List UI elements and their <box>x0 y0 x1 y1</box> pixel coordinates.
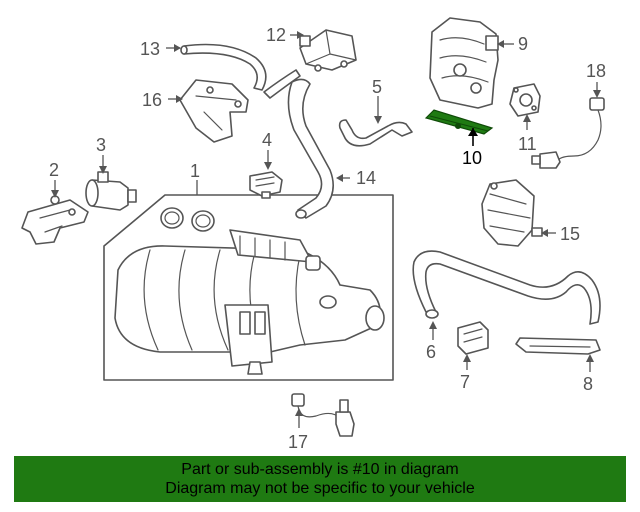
callout-16: 16 <box>142 90 162 110</box>
part-11-gasket-plate[interactable] <box>509 83 541 117</box>
callout-12: 12 <box>266 25 286 45</box>
part-10-gasket-highlighted[interactable] <box>424 109 494 135</box>
callout-15: 15 <box>560 224 580 244</box>
part-12-purge-solenoid[interactable] <box>299 29 357 72</box>
part-15-valve-assembly[interactable] <box>481 179 543 247</box>
callout-7: 7 <box>460 372 470 392</box>
part-13-hose[interactable] <box>180 43 301 99</box>
callout-13: 13 <box>140 39 160 59</box>
part-14-hose[interactable] <box>287 78 334 219</box>
callout-6: 6 <box>426 342 436 362</box>
part-8-stay-bracket[interactable] <box>515 337 601 355</box>
part-16-mounting-bracket[interactable] <box>179 79 249 143</box>
part-6-hose[interactable] <box>412 250 601 325</box>
part-9-valve-housing[interactable] <box>429 17 499 109</box>
part-17-oxygen-sensor[interactable] <box>291 393 355 437</box>
callout-9: 9 <box>518 34 528 54</box>
callout-14: 14 <box>356 168 376 188</box>
callout-5: 5 <box>372 77 382 97</box>
callout-17: 17 <box>288 432 308 452</box>
part-18-oxygen-sensor[interactable] <box>531 97 605 169</box>
part-3-solenoid-valve[interactable] <box>85 171 137 211</box>
callout-8: 8 <box>583 374 593 394</box>
parts-diagram: 1 2 3 4 5 6 <box>21 17 606 452</box>
callout-2: 2 <box>49 160 59 180</box>
callout-4: 4 <box>262 130 272 150</box>
callout-1: 1 <box>190 161 200 181</box>
part-2-bracket[interactable] <box>21 195 89 245</box>
callout-18: 18 <box>586 61 606 81</box>
banner-line-1: Part or sub-assembly is #10 in diagram <box>181 461 459 478</box>
part-7-connector-block[interactable] <box>457 321 489 355</box>
info-banner: Part or sub-assembly is #10 in diagram D… <box>14 456 626 502</box>
part-4-connector[interactable] <box>249 171 283 199</box>
callout-3: 3 <box>96 135 106 155</box>
part-5-tube[interactable] <box>338 119 413 147</box>
banner-line-2: Diagram may not be specific to your vehi… <box>165 480 475 497</box>
part-1-canister-assembly[interactable] <box>103 194 394 381</box>
callout-11: 11 <box>518 134 537 154</box>
callout-10-highlighted: 10 <box>462 148 482 168</box>
